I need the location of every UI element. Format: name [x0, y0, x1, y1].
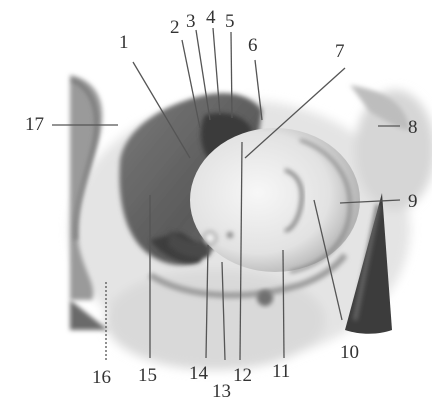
callout-6: 6 — [248, 36, 258, 55]
callout-12: 12 — [233, 366, 252, 385]
callout-16: 16 — [92, 368, 111, 387]
callout-10: 10 — [340, 343, 359, 362]
callout-14: 14 — [189, 364, 208, 383]
callout-7: 7 — [335, 42, 345, 61]
callout-1: 1 — [119, 33, 129, 52]
callout-17: 17 — [25, 115, 44, 134]
callout-11: 11 — [272, 362, 290, 381]
callout-8: 8 — [408, 118, 418, 137]
callout-4: 4 — [206, 8, 216, 27]
callout-15: 15 — [138, 366, 157, 385]
callout-2: 2 — [170, 18, 180, 37]
eyeball — [190, 128, 360, 272]
dark-spot — [257, 290, 273, 306]
callout-13: 13 — [212, 382, 231, 401]
callout-5: 5 — [225, 12, 235, 31]
callout-9: 9 — [408, 192, 418, 211]
callout-3: 3 — [186, 12, 196, 31]
